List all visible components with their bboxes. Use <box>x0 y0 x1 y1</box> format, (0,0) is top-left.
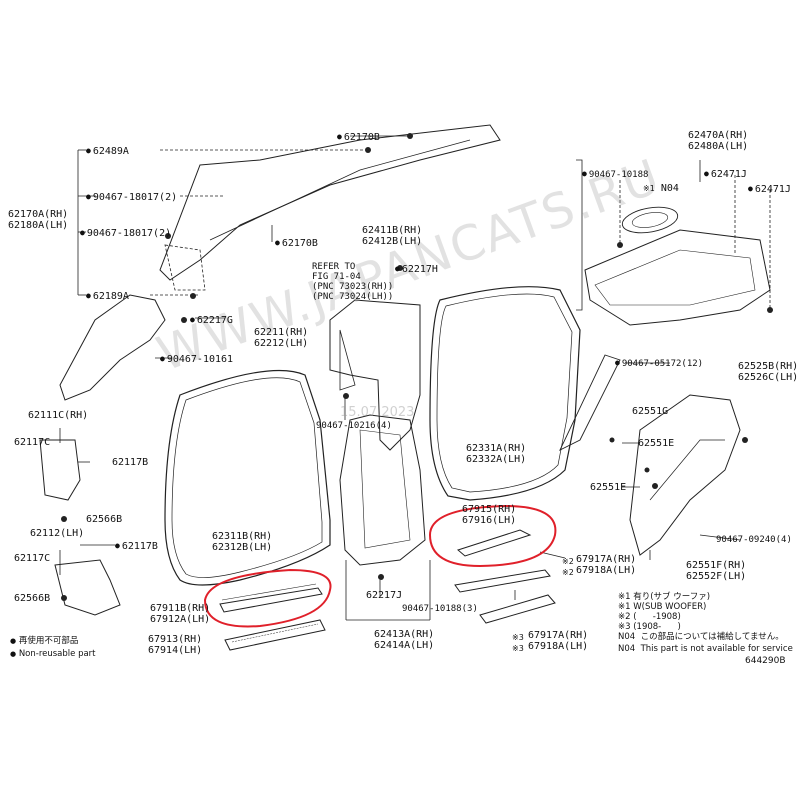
note-5: N04 この部品については補給してません。 <box>618 632 784 642</box>
note-6: N04 This part is not available for servi… <box>618 644 793 654</box>
note-1: ※1 有り(サブ ウーファ) <box>618 592 711 602</box>
label-90467-18017-a: 90467-18017(2) <box>86 191 177 203</box>
label-62331a: 62331A(RH) 62332A(LH) <box>466 443 527 465</box>
label-67917a-a: 67917A(RH) 67918A(LH) <box>576 554 637 576</box>
label-67911b: 67911B(RH) 67912A(LH) <box>150 603 211 625</box>
legend-non-reusable-en: ● Non-reusable part <box>10 649 96 659</box>
label-62551e-b: 62551E <box>590 482 627 493</box>
label-62551e-a: 62551E <box>638 438 675 449</box>
label-62189a: 62189A <box>86 290 129 302</box>
label-star3: ※3 ※3 <box>512 633 524 653</box>
label-62411b: 62411B(RH) 62412B(LH) <box>362 225 423 247</box>
label-90467-09240: 90467-09240(4) <box>716 535 792 545</box>
label-62170b: 62170B <box>275 237 318 249</box>
label-62471j-a: 62471J <box>704 168 747 180</box>
label-62471j-b: 62471J <box>748 183 791 195</box>
label-62117b-a: 62117B <box>112 457 149 468</box>
label-62217h: 62217H <box>395 263 438 275</box>
note-2: ※1 W(SUB WOOFER) <box>618 602 707 612</box>
label-90467-05172: 90467-05172(12) <box>615 357 703 370</box>
label-62111c: 62111C(RH) <box>28 410 89 421</box>
label-90467-10216: 90467-10216(4) <box>316 421 392 431</box>
label-67913: 67913(RH) 67914(LH) <box>148 634 203 656</box>
label-67917a-b: 67917A(RH) 67918A(LH) <box>528 630 589 652</box>
label-90467-10188-3: 90467-10188(3) <box>402 604 478 614</box>
label-62211: 62211(RH) 62212(LH) <box>254 327 309 349</box>
diagram-id: 644290B <box>745 656 786 666</box>
label-62551g: 62551G <box>632 406 669 417</box>
label-62566b-a: 62566B <box>86 514 123 525</box>
label-refer-to: REFER TO FIG 71-04 (PNC 73023(RH)) (PNC … <box>312 262 394 302</box>
label-62551f: 62551F(RH) 62552F(LH) <box>686 560 747 582</box>
label-star2: ※2 ※2 <box>562 557 574 577</box>
note-4: ※3 (1908- ) <box>618 622 681 632</box>
label-62525b: 62525B(RH) 62526C(LH) <box>738 361 799 383</box>
watermark-date: 15.07.2023 <box>340 405 415 420</box>
label-90467-10161: 90467-10161 <box>160 353 233 365</box>
label-62489a: 62489A <box>86 145 129 157</box>
label-62170b-top: 62170B <box>337 131 380 143</box>
label-n04: ※1 N04 <box>643 183 679 194</box>
label-62117c-a: 62117C <box>14 437 51 448</box>
label-62217g: 62217G <box>190 314 233 326</box>
label-62413a: 62413A(RH) 62414A(LH) <box>374 629 435 651</box>
label-62566b-b: 62566B <box>14 593 51 604</box>
label-62117b-b: 62117B <box>115 540 158 552</box>
label-62117c-b: 62117C <box>14 553 51 564</box>
label-62217j: 62217J <box>366 590 403 601</box>
label-62470a: 62470A(RH) 62480A(LH) <box>688 130 749 152</box>
highlight-ring-67911b <box>203 568 332 628</box>
note-3: ※2 ( -1908) <box>618 612 681 622</box>
label-90467-18017-b: 90467-18017(2) <box>80 227 171 239</box>
highlight-ring-67915 <box>428 504 557 568</box>
label-62170a: 62170A(RH) 62180A(LH) <box>8 209 69 231</box>
label-62311b: 62311B(RH) 62312B(LH) <box>212 531 273 553</box>
label-90467-10188: 90467-10188 <box>582 168 649 181</box>
legend-non-reusable-jp: ● 再使用不可部品 <box>10 636 79 646</box>
label-67915: 67915(RH) 67916(LH) <box>462 504 517 526</box>
label-62112: 62112(LH) <box>30 528 85 539</box>
